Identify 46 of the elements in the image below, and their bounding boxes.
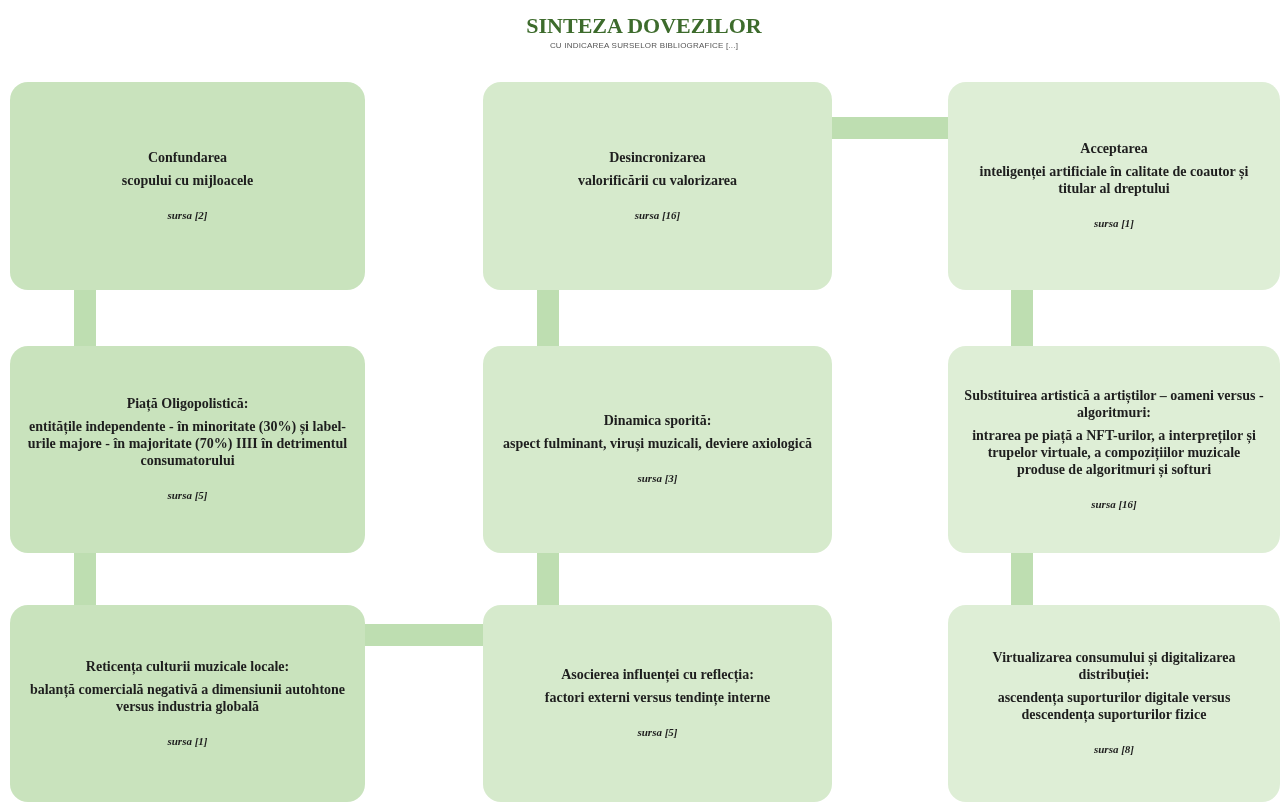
connector-band (365, 624, 483, 646)
box-description: intrarea pe piață a NFT-urilor, a interpreților și trupelor virtuale, a compozițiilor muzicale produse de algoritmuri și softuri (971, 426, 1257, 478)
source-reference: sursa [1] (167, 733, 208, 749)
box-heading: Dinamica sporită: (603, 412, 712, 430)
box-description: valorificării cu valorizarea (577, 171, 738, 189)
connector-band (537, 290, 559, 346)
box-description: inteligenței artificiale în calitate de coautor și titular al dreptului (978, 163, 1250, 198)
process-box (483, 346, 832, 553)
connector-band (74, 290, 96, 346)
box-heading: Acceptarea (1080, 140, 1148, 158)
process-box (10, 82, 365, 290)
diagram-title: SINTEZA DOVEZILOR (526, 12, 762, 40)
process-box (948, 346, 1280, 553)
box-description: scopului cu mijloacele (121, 171, 254, 189)
connector-band (1011, 553, 1033, 605)
box-heading: Piață Oligopolistică: (126, 395, 249, 413)
box-heading: Confundarea (147, 148, 228, 166)
source-reference: sursa [2] (167, 207, 208, 223)
process-box (483, 605, 832, 802)
source-reference: sursa [5] (637, 725, 678, 741)
connector-band (832, 117, 948, 139)
box-heading: Reticența culturii muzicale locale: (85, 657, 290, 675)
source-reference: sursa [3] (637, 471, 678, 487)
source-reference: sursa [16] (634, 207, 681, 223)
connector-band (74, 553, 96, 605)
source-reference: sursa [1] (1093, 216, 1134, 232)
box-heading: Asocierea influenței cu reflecția: (561, 666, 754, 684)
subtitle: CU INDICAREA SURSELOR BIBLIOGRAFICE [...] (549, 39, 739, 52)
source-reference: sursa [5] (167, 488, 208, 504)
process-box (948, 605, 1280, 802)
process-box (483, 82, 832, 290)
box-description: balanță comercială negativă a dimensiunii autohtone versus industria globală (28, 680, 347, 715)
box-description: ascendența suporturilor digitale versus descendența suporturilor fizice (996, 689, 1232, 724)
process-box (10, 605, 365, 802)
box-description: entitățile independente - în minoritate (30%) și label-urile majore - în majoritate (70%) IIII în detrimentul consumatorului (26, 418, 349, 470)
connector-band (537, 553, 559, 605)
box-heading: Virtualizarea consumului și digitalizarea distribuției: (991, 649, 1237, 684)
box-heading: Desincronizarea (609, 148, 706, 166)
box-description: aspect fulminant, viruși muzicali, deviere axiologică (503, 435, 812, 453)
process-box (948, 82, 1280, 290)
connector-band (1011, 290, 1033, 346)
source-reference: sursa [16] (1091, 496, 1137, 512)
box-heading: Substituirea artistică a artiștilor – oameni versus - algoritmuri: (964, 386, 1264, 421)
box-description: factori externi versus tendințe interne (544, 689, 771, 707)
process-box (10, 346, 365, 553)
source-reference: sursa [8] (1093, 742, 1134, 758)
